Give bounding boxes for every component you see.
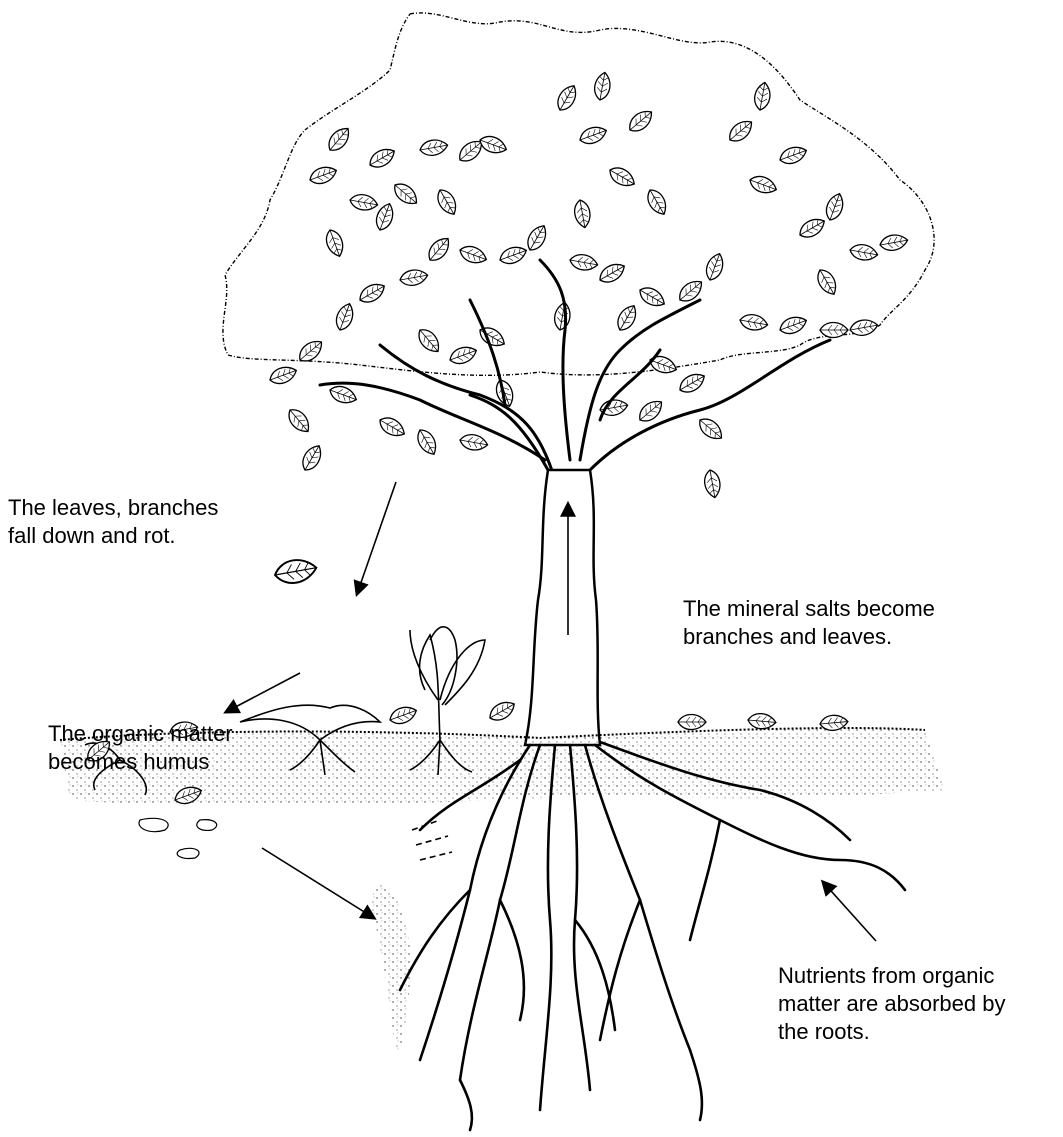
canopy-outline (223, 13, 934, 375)
dashed-root-hint (412, 820, 452, 860)
label-organic-matter-humus: The organic matter becomes humus (48, 720, 233, 776)
label-mineral-salts: The mineral salts become branches and le… (683, 595, 935, 651)
arrow-leaves-falling (357, 482, 396, 594)
label-humus-line-2: becomes humus (48, 748, 233, 776)
label-nutrients-line-3: the roots. (778, 1018, 1005, 1046)
label-leaves-fall-line-1: The leaves, branches (8, 494, 218, 522)
lower-canopy-leaves (267, 222, 878, 458)
label-mineral-salts-line-2: branches and leaves. (683, 623, 935, 651)
label-leaves-fall: The leaves, branches fall down and rot. (8, 494, 218, 550)
tree-branches (320, 260, 830, 480)
label-nutrients-line-2: matter are absorbed by (778, 990, 1005, 1018)
label-mineral-salts-line-1: The mineral salts become (683, 595, 935, 623)
falling-leaves (273, 442, 722, 586)
label-leaves-fall-line-2: fall down and rot. (8, 522, 218, 550)
label-nutrients-line-1: Nutrients from organic (778, 962, 1005, 990)
label-humus-line-1: The organic matter (48, 720, 233, 748)
arrow-nutrients-to-roots (823, 882, 876, 941)
canopy-leaves (307, 71, 908, 298)
arrow-to-humus (262, 848, 374, 918)
label-nutrients-absorbed: Nutrients from organic matter are absorb… (778, 962, 1005, 1046)
tree-trunk (525, 470, 600, 745)
